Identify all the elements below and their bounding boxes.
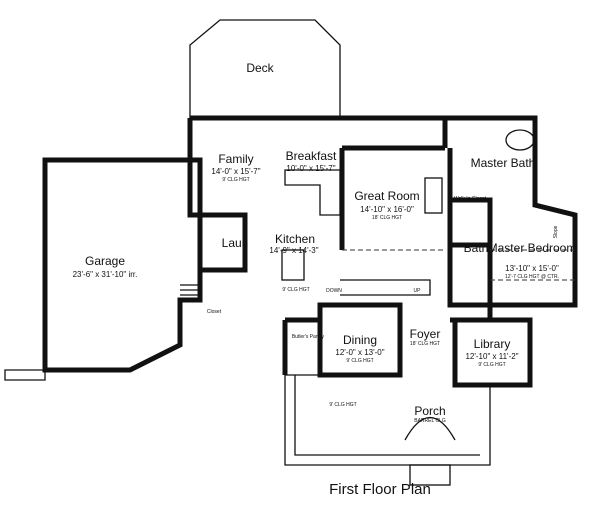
master-bedroom-ceiling: 12'-7 CLG HGT @ CTR. (505, 274, 559, 280)
butlers-pantry-label: Butler's Pantry (292, 334, 325, 340)
master-bedroom-label: Master Bedroom (488, 241, 577, 255)
stair-up-label: UP (414, 288, 422, 294)
dining-label: Dining (343, 333, 377, 347)
master-bedroom-size: 13'-10" x 15'-0" (505, 264, 559, 273)
laundry-label: Laun (222, 236, 249, 250)
kitchen-label: Kitchen (275, 232, 315, 246)
library-label: Library (474, 337, 511, 351)
dining-size: 12'-0" x 13'-0" (335, 348, 384, 357)
details (4, 129, 575, 486)
breakfast-size: 10'-0" x 15'-7" (286, 164, 335, 173)
porch-side-ceiling: 9' CLG HGT (329, 402, 356, 408)
foyer-label: Foyer (410, 327, 441, 341)
family-size: 14'-0" x 15'-7" (211, 167, 260, 176)
porch-label: Porch (414, 404, 445, 418)
kitchen-ceiling: 9' CLG HGT (282, 287, 309, 293)
library-ceiling: 9' CLG HGT (478, 362, 505, 368)
library-size: 12'-10" x 11'-2" (465, 352, 518, 361)
deck-label: Deck (246, 61, 274, 75)
master-bath-label: Master Bath (471, 156, 536, 170)
plan-title: First Floor Plan (329, 481, 431, 498)
family-ceiling: 9' CLG HGT (222, 177, 249, 183)
foyer-ceiling: 18' CLG HGT (410, 341, 440, 347)
garage-label: Garage (85, 254, 125, 268)
stair-down-label: DOWN (326, 288, 342, 294)
walk-in-closet-label: Walk In Closet (454, 196, 487, 202)
dining-ceiling: 9' CLG HGT (346, 358, 373, 364)
great-room-size: 14'-10" x 16'-0" (360, 205, 414, 214)
porch-ceiling: BARREL CLG (414, 418, 446, 424)
walls (42, 115, 578, 388)
kitchen-size: 14'-9" x 14'-3" (269, 246, 318, 255)
breakfast-label: Breakfast (286, 149, 337, 163)
closet-laundry-label: Closet (207, 309, 222, 315)
bath-label: Bath (464, 241, 489, 255)
great-room-ceiling: 18' CLG HGT (372, 215, 402, 221)
garage-size: 23'-6" x 31'-10" irr. (73, 270, 138, 279)
family-label: Family (218, 152, 253, 166)
slope-label: Slope (553, 225, 559, 238)
great-room-label: Great Room (354, 189, 419, 203)
